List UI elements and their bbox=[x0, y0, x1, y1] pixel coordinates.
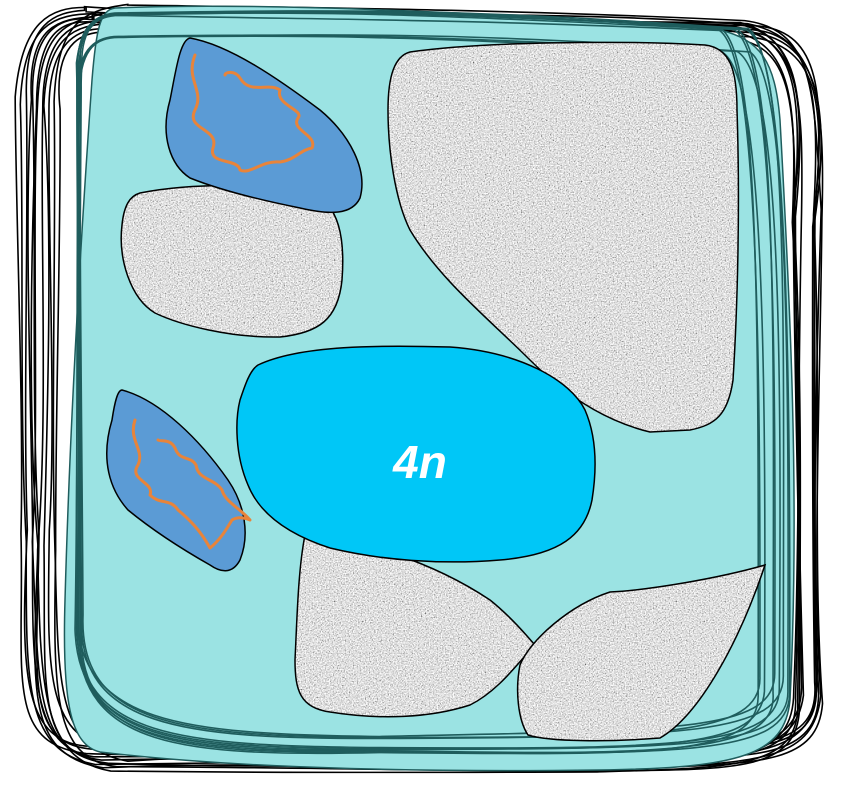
nucleus-label: 4n bbox=[392, 436, 447, 488]
